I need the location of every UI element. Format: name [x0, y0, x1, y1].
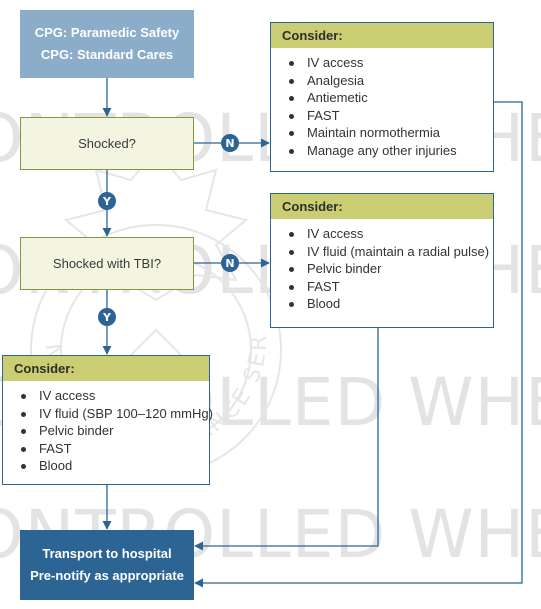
consider-box-1-title: Consider: — [271, 23, 493, 48]
arrow-consider1-to-transport — [194, 101, 523, 588]
list-item: IV fluid (maintain a radial pulse) — [289, 243, 493, 261]
list-item: Pelvic binder — [289, 260, 493, 278]
yes-badge-shocked: Y — [98, 192, 116, 210]
consider-box-shocked-with-tbi: Consider: IV access IV fluid (SBP 100–12… — [2, 355, 213, 485]
decision-shocked: Shocked? — [20, 117, 194, 170]
decision-tbi-label: Shocked with TBI? — [52, 256, 162, 271]
list-item: IV fluid (SBP 100–120 mmHg) — [21, 405, 213, 421]
decision-shocked-with-tbi: Shocked with TBI? — [20, 237, 194, 290]
list-item: Pelvic binder — [21, 422, 209, 440]
consider-box-shocked-no-tbi: Consider: IV access IV fluid (maintain a… — [270, 193, 494, 328]
consider-box-3-title: Consider: — [3, 356, 209, 381]
consider-box-not-shocked: Consider: IV access Analgesia Antiemetic… — [270, 22, 494, 172]
list-item: IV access — [289, 225, 493, 243]
list-item: FAST — [289, 278, 493, 296]
arrow-consider2-to-transport — [194, 328, 379, 551]
list-item: Blood — [289, 295, 493, 313]
consider-box-2-title: Consider: — [271, 194, 493, 219]
list-item: FAST — [21, 440, 209, 458]
list-item: Blood — [21, 457, 209, 475]
list-item: Antiemetic — [289, 89, 493, 107]
end-line-2: Pre-notify as appropriate — [30, 568, 184, 583]
start-cpg-box: CPG: Paramedic Safety CPG: Standard Care… — [20, 10, 194, 78]
no-badge-tbi: N — [221, 254, 239, 272]
list-item: FAST — [289, 107, 493, 125]
transport-to-hospital-box: Transport to hospital Pre-notify as appr… — [20, 530, 194, 600]
list-item: Manage any other injuries — [289, 142, 493, 160]
list-item: IV access — [21, 387, 209, 405]
list-item: IV access — [289, 54, 493, 72]
list-item: Analgesia — [289, 72, 493, 90]
consider-box-3-list: IV access IV fluid (SBP 100–120 mmHg) Pe… — [3, 387, 213, 475]
consider-box-1-list: IV access Analgesia Antiemetic FAST Main… — [271, 54, 493, 159]
yes-badge-tbi: Y — [98, 308, 116, 326]
start-line-2: CPG: Standard Cares — [40, 47, 174, 62]
consider-box-2-list: IV access IV fluid (maintain a radial pu… — [271, 225, 493, 313]
decision-shocked-label: Shocked? — [78, 136, 136, 151]
no-badge-shocked: N — [221, 134, 239, 152]
end-line-1: Transport to hospital — [42, 546, 172, 561]
list-item: Maintain normothermia — [289, 124, 493, 142]
start-line-1: CPG: Paramedic Safety — [34, 25, 180, 40]
